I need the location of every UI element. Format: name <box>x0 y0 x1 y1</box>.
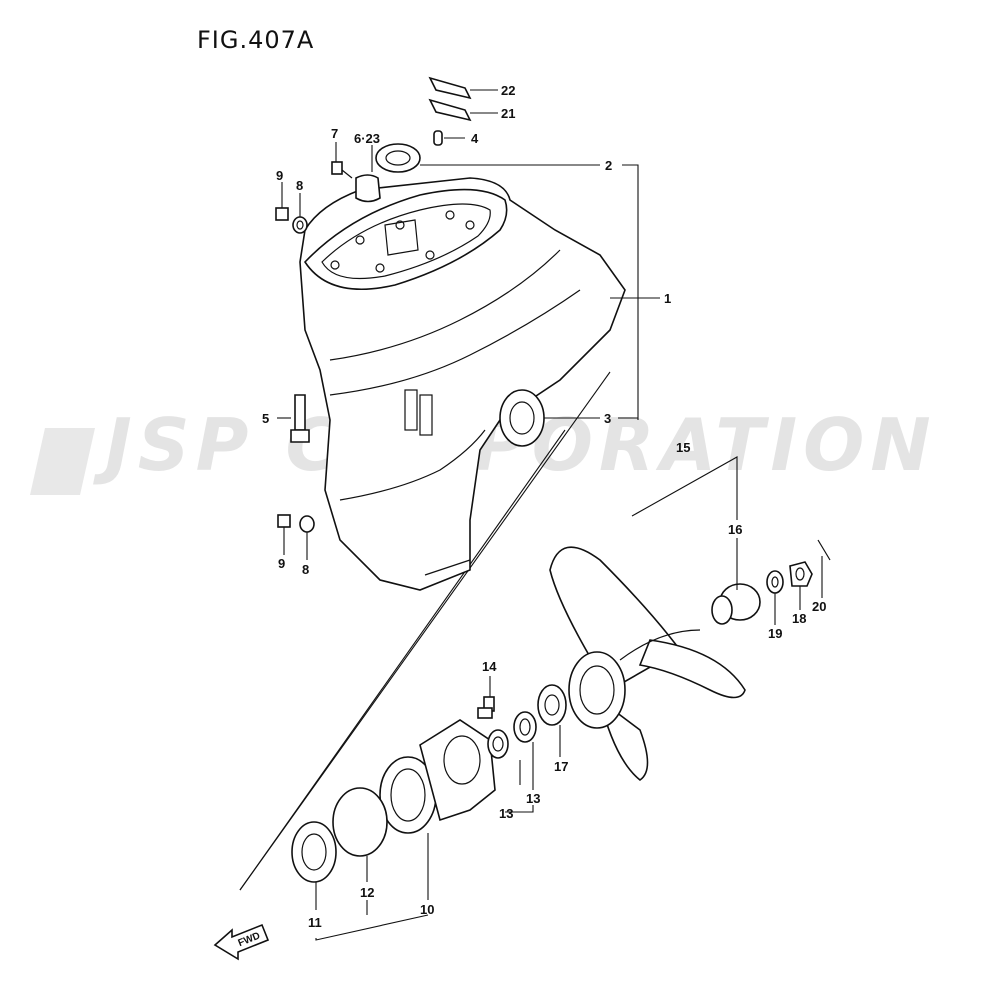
callout-6-23: 6·23 <box>354 131 380 146</box>
callout-7: 7 <box>331 126 338 141</box>
inner-oil-seals <box>487 711 537 759</box>
callout-9: 9 <box>276 168 283 183</box>
thrust-washer <box>537 684 567 726</box>
long-bolt <box>290 394 310 443</box>
callout-20: 20 <box>812 599 826 614</box>
callout-13-b: 13 <box>499 806 513 821</box>
propeller-shaft-housing <box>379 719 496 834</box>
callout-10: 10 <box>420 902 434 917</box>
spacer-bushing <box>711 583 761 625</box>
callout-13-a: 13 <box>526 791 540 806</box>
callout-16: 16 <box>728 522 742 537</box>
housing-bolt <box>477 696 495 719</box>
dowel-pin <box>433 130 443 146</box>
propeller <box>549 546 746 781</box>
callout-3: 3 <box>604 411 611 426</box>
callout-22: 22 <box>501 83 515 98</box>
callout-2: 2 <box>605 158 612 173</box>
prop-nut-hardware <box>766 539 831 594</box>
callout-18: 18 <box>792 611 806 626</box>
forward-direction-arrow: FWD <box>213 923 270 961</box>
callout-17: 17 <box>554 759 568 774</box>
callout-19: 19 <box>768 626 782 641</box>
callout-9-lower: 9 <box>278 556 285 571</box>
callout-11: 11 <box>308 915 322 930</box>
callout-21: 21 <box>501 106 515 121</box>
lower-bolts <box>277 514 315 533</box>
anode-plates <box>428 76 472 122</box>
upper-bearing <box>355 143 421 203</box>
o-ring <box>332 787 388 857</box>
gear-case-housing <box>299 177 626 591</box>
callout-4: 4 <box>471 131 479 146</box>
callout-15: 15 <box>676 440 690 455</box>
perspective-line <box>239 429 566 891</box>
callout-12: 12 <box>360 885 374 900</box>
callout-8: 8 <box>296 178 303 193</box>
callout-14: 14 <box>482 659 497 674</box>
callout-5: 5 <box>262 411 269 426</box>
figure-title: FIG.407A <box>197 26 315 54</box>
driveshaft-bearing <box>499 389 545 447</box>
leader-lines <box>277 89 823 941</box>
oil-seal <box>291 821 337 883</box>
callout-8-lower: 8 <box>302 562 309 577</box>
callout-1: 1 <box>664 291 671 306</box>
upper-bolts <box>275 161 353 234</box>
